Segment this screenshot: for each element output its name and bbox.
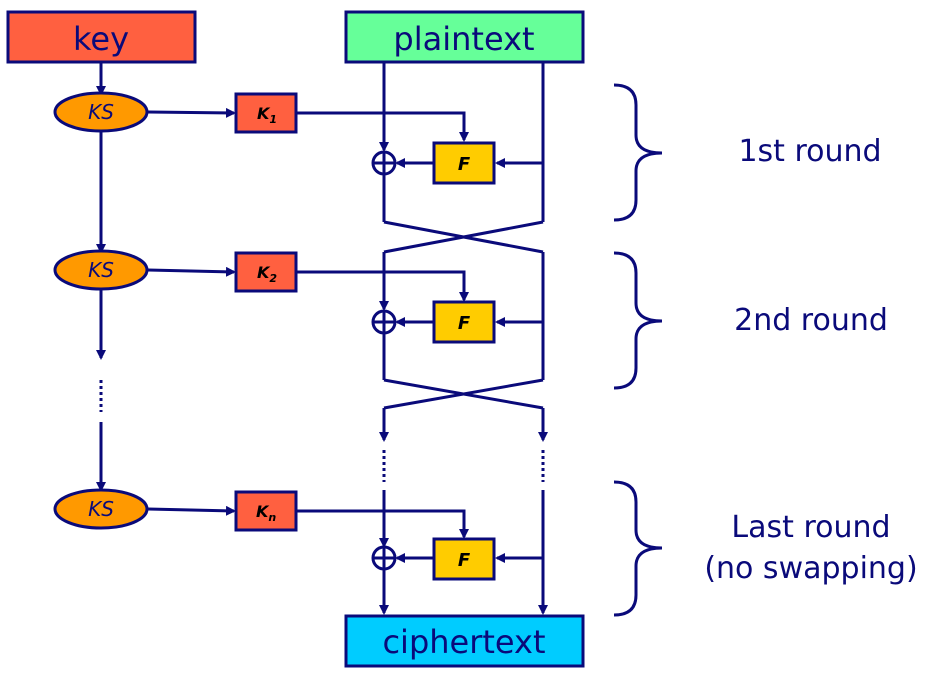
k2-label: K2 [257, 263, 277, 285]
ks1-to-k1-arrow [147, 107, 236, 118]
ks-1-label: KS [88, 100, 114, 124]
subkey-to-f-lines [296, 111, 469, 539]
xor-symbols [371, 150, 397, 571]
plaintext-label: plaintext [393, 20, 534, 58]
subkey-boxes: K1 K2 Kn [234, 92, 298, 532]
round2-label: 2nd round [734, 303, 888, 338]
bottom-boxes: ciphertext [344, 614, 585, 668]
plaintext-box [344, 10, 585, 64]
k1-box [234, 92, 298, 134]
k2-subscript: 2 [269, 272, 277, 285]
key-schedule-column [96, 62, 236, 516]
f2-box [432, 300, 496, 344]
ksn-to-kn-arrow [147, 505, 236, 516]
fn-box [432, 537, 496, 581]
key-box [6, 10, 197, 64]
kn-label: Kn [256, 502, 276, 524]
ciphertext-label: ciphertext [382, 623, 545, 661]
k1-label: K1 [257, 104, 277, 126]
round-braces [613, 83, 663, 617]
last-round-label-line2: (no swapping) [704, 551, 917, 586]
swap2-b [383, 378, 544, 410]
round-labels: 1st round 2nd round Last round (no swapp… [704, 134, 917, 586]
ciphertext-box [344, 614, 585, 668]
ks-2-ellipse [53, 249, 149, 291]
xor-1-icon [371, 150, 397, 176]
kn-subscript: n [268, 511, 276, 524]
key-label: key [73, 20, 129, 58]
kn-box [234, 490, 298, 532]
last-round-brace [613, 480, 663, 617]
f1-label: F [458, 154, 471, 175]
top-boxes: key plaintext [6, 10, 585, 64]
k2-letter: K [257, 263, 271, 282]
ks-n-label: KS [88, 497, 114, 521]
data-path [379, 62, 548, 615]
k1-letter: K [257, 104, 271, 123]
k1-to-f1-arrow [296, 111, 469, 142]
round1-label: 1st round [738, 134, 881, 169]
ks-n-ellipse [53, 488, 149, 530]
f2-label: F [458, 313, 471, 334]
last-round-label-line1: Last round [731, 510, 890, 545]
k2-box [234, 251, 298, 293]
ks-ellipses: KS KS KS [53, 91, 149, 530]
fn-label: F [458, 550, 471, 571]
kn-letter: K [256, 502, 270, 521]
f1-box [432, 141, 496, 185]
round1-brace [613, 83, 663, 222]
xor-n-icon [371, 545, 397, 571]
k2-to-f2-arrow [296, 270, 469, 302]
ks-1-ellipse [53, 91, 149, 133]
kn-to-fn-arrow [296, 509, 469, 539]
k1-subscript: 1 [269, 113, 277, 126]
ks2-to-k2-arrow [147, 266, 236, 277]
round2-brace [613, 251, 663, 390]
ks-2-label: KS [88, 258, 114, 282]
swap1-b [383, 220, 544, 254]
f-boxes: F F F [432, 141, 496, 581]
xor-2-icon [371, 309, 397, 335]
